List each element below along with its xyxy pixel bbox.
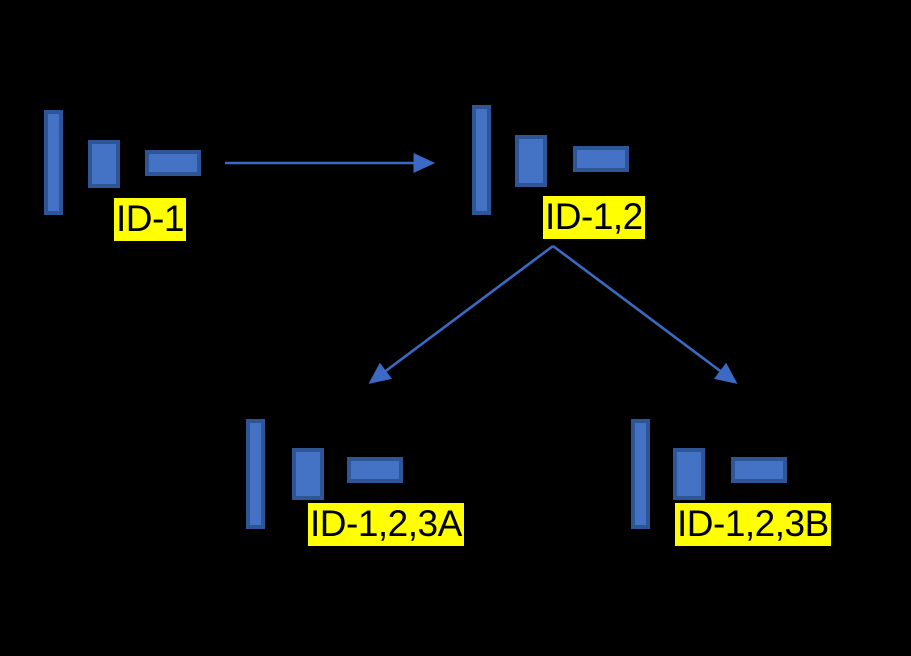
bar-short <box>573 146 629 172</box>
bar-short <box>347 457 403 483</box>
arrow-node2-to-node3b <box>552 244 738 384</box>
node-label-id-1: ID-1 <box>114 198 186 241</box>
node-label-id-1-2-3b: ID-1,2,3B <box>675 503 831 546</box>
bar-tall <box>472 105 491 215</box>
bar-short <box>145 150 201 176</box>
bar-short <box>731 457 787 483</box>
arrow-node2-to-node3a <box>368 244 554 384</box>
bar-medium <box>292 448 324 500</box>
bar-tall <box>44 110 63 215</box>
bar-tall <box>631 419 650 529</box>
bar-medium <box>88 140 120 188</box>
bar-tall <box>246 419 265 529</box>
node-label-id-1-2-3a: ID-1,2,3A <box>308 503 464 546</box>
bar-medium <box>515 135 547 187</box>
node-label-id-1-2: ID-1,2 <box>543 196 645 239</box>
bar-medium <box>673 448 705 500</box>
